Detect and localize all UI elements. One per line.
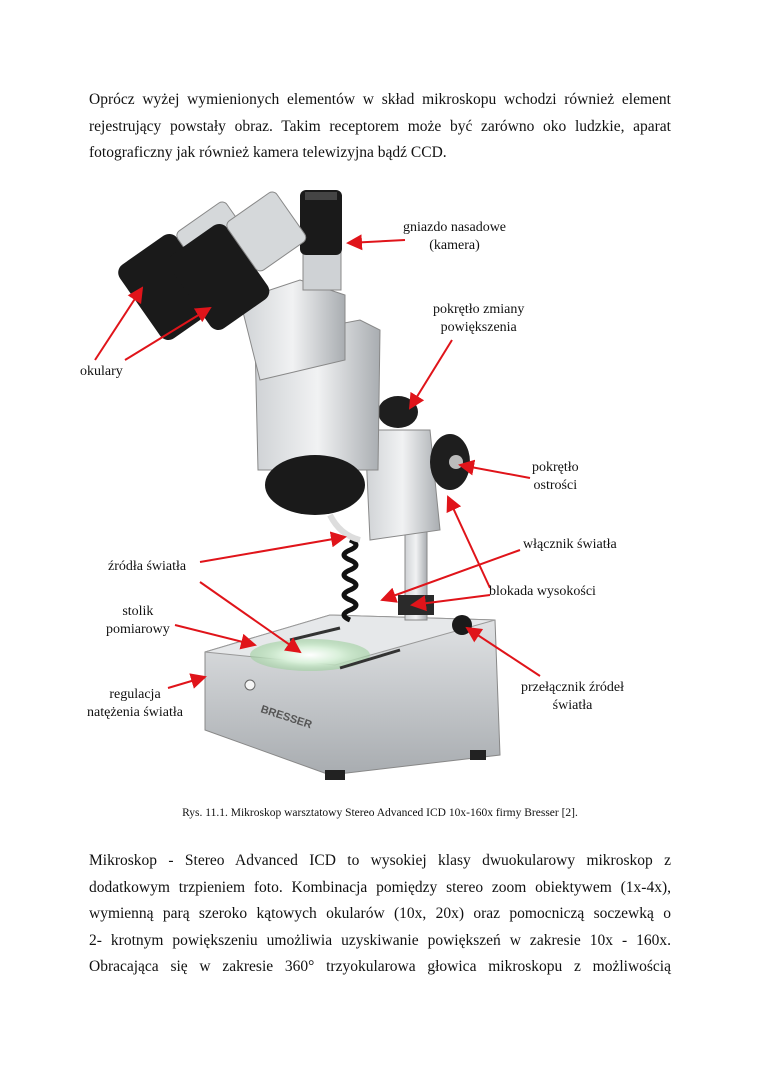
- arrow-stage: [174, 624, 257, 650]
- arrow-lock-2: [410, 594, 491, 612]
- label-light-sources: źródła światła: [108, 559, 187, 574]
- text-line: Obracająca się w zakresie 360° trzyokula…: [89, 958, 671, 975]
- arrow-eyepiece-2: [124, 306, 212, 361]
- text-line: dodatkowym trzpieniem foto. Kombinacja p…: [89, 878, 671, 896]
- text-line: wymienną parą szeroko kątowych okularów …: [89, 905, 671, 922]
- text-line: Oprócz wyżej wymienionych elementów w sk…: [89, 91, 671, 108]
- text-line: fotograficzny jak również kamera telewiz…: [89, 144, 447, 161]
- arrow-light-source-1: [199, 531, 347, 563]
- arrow-focus: [458, 459, 531, 479]
- text-line: Mikroskop - Stereo Advanced ICD to wysok…: [89, 852, 671, 869]
- microscope-figure: BRESSER: [94, 190, 541, 780]
- arrow-source-switch: [465, 626, 541, 677]
- label-height-lock: blokada wysokości: [489, 584, 596, 599]
- arrow-intensity: [167, 673, 207, 689]
- label-eyepieces: okulary: [80, 364, 123, 379]
- figure-caption: Rys. 11.1. Mikroskop warsztatowy Stereo …: [182, 807, 578, 819]
- arrow-eyepiece-1: [94, 286, 144, 361]
- text-line: 2- krotnym powiększeniu umożliwia uzyski…: [89, 931, 671, 949]
- arrow-zoom: [408, 339, 453, 410]
- description-paragraph: Mikroskop - Stereo Advanced ICD to wysok…: [89, 848, 671, 981]
- intro-paragraph: Oprócz wyżej wymienionych elementów w sk…: [89, 87, 671, 167]
- arrow-light-switch: [380, 549, 521, 603]
- arrow-camera: [346, 234, 406, 251]
- text-line: rejestrujący powstały obraz. Takim recep…: [89, 117, 671, 135]
- arrow-light-source-2: [199, 581, 302, 654]
- microscope-image: BRESSER: [118, 190, 501, 780]
- label-camera-socket: gniazdo nasadowe(kamera): [403, 220, 507, 253]
- label-light-switch: włącznik światła: [523, 537, 617, 552]
- arrow-lock-1: [446, 495, 491, 589]
- callout-arrows: [94, 234, 541, 689]
